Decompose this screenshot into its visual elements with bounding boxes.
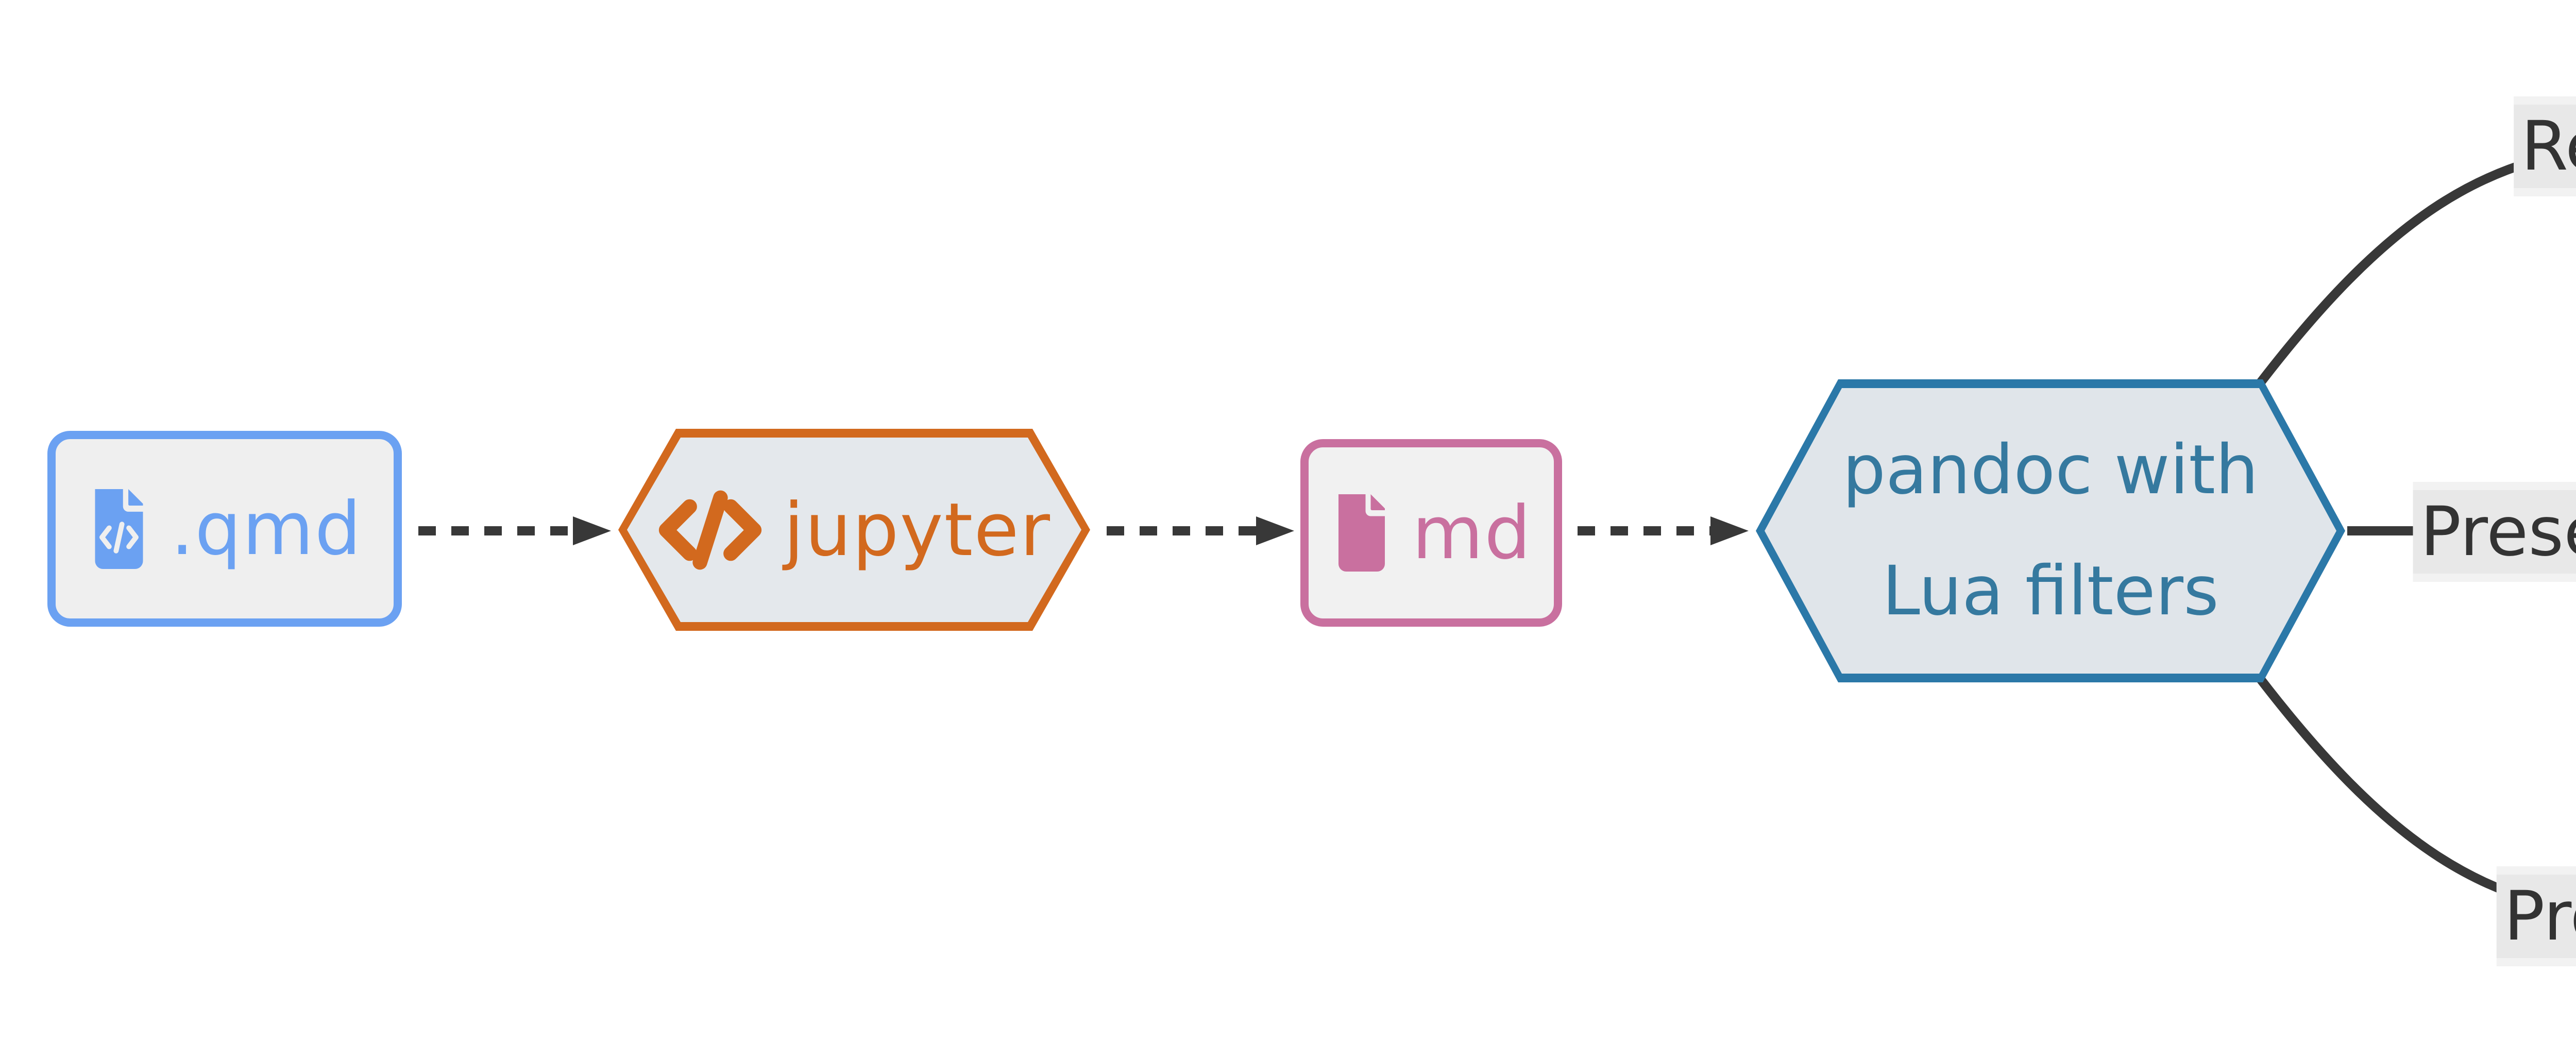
node-md: md: [1300, 439, 1562, 627]
md-node-label: md: [1412, 490, 1532, 576]
code-icon: [658, 490, 762, 569]
file-icon: [1338, 494, 1385, 572]
pandoc-label-line1: pandoc with: [1842, 430, 2259, 510]
pandoc-hexagon-fill: [1765, 388, 2336, 674]
edge-pandoc-to-projects: [2246, 663, 2576, 915]
node-qmd: .qmd: [47, 431, 402, 627]
edge-pandoc-to-report: [2246, 146, 2576, 399]
qmd-node-label: .qmd: [171, 486, 362, 572]
node-jupyter: jupyter: [618, 429, 1090, 631]
jupyter-node-label: jupyter: [783, 487, 1052, 573]
edge-label-report: Report: [2514, 96, 2576, 196]
pandoc-label-line2: Lua filters: [1882, 551, 2219, 631]
file-code-icon: [95, 489, 143, 569]
node-pandoc: pandoc with Lua filters: [1756, 379, 2345, 682]
edge-label-projects: Projects: [2496, 866, 2576, 966]
edge-label-presentation: Presentation: [2413, 482, 2576, 582]
pandoc-node-label: pandoc with Lua filters: [1842, 410, 2258, 652]
